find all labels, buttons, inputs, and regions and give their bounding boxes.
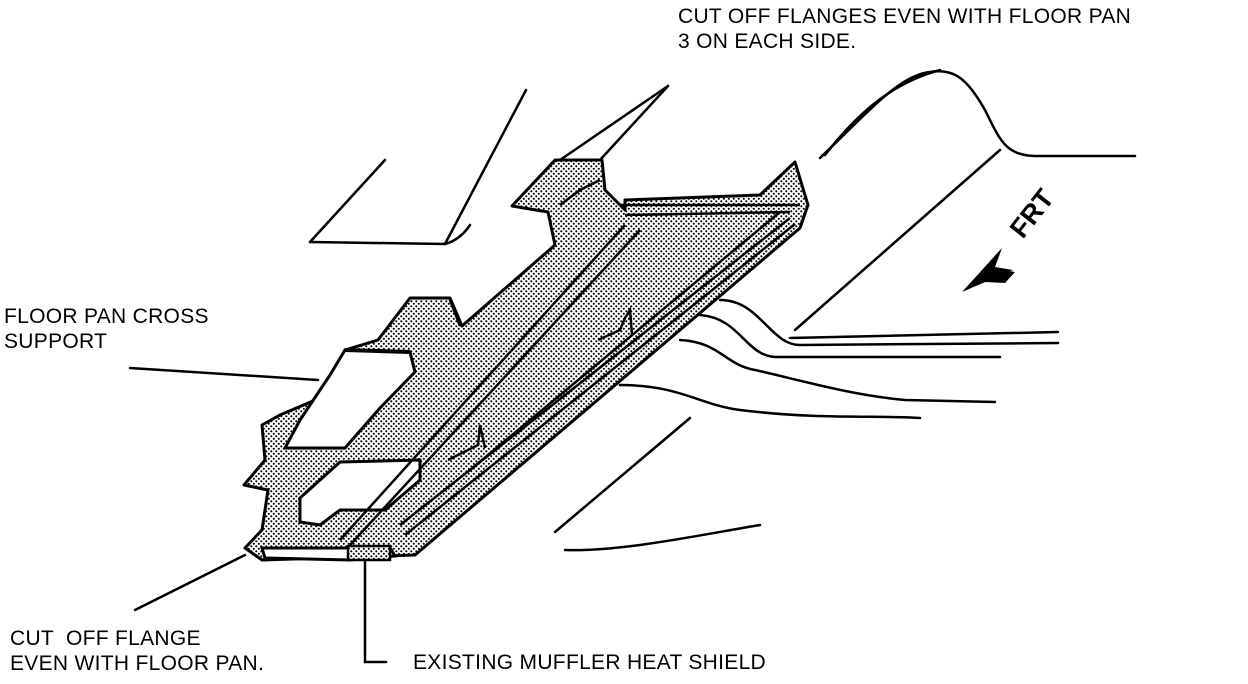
label-cut-off-flanges-line-1: CUT OFF FLANGES EVEN WITH FLOOR PAN — [678, 5, 1132, 28]
label-cut-off-flange-line-1: CUT OFF FLANGE — [10, 627, 201, 650]
label-cut-off-flanges-line-2: 3 ON EACH SIDE. — [678, 30, 857, 53]
floor-pan-outline — [133, 68, 1137, 612]
label-cross-support-line-1: FLOOR PAN CROSS — [4, 305, 209, 328]
label-floor-pan-cross-support: FLOOR PAN CROSS SUPPORT — [4, 304, 209, 354]
leader-cross-support — [128, 366, 320, 382]
front-direction-arrow-icon — [962, 248, 1015, 292]
leader-top-flanges — [598, 84, 670, 162]
label-cut-off-flange-line-2: EVEN WITH FLOOR PAN. — [10, 652, 265, 675]
label-cut-off-flanges: CUT OFF FLANGES EVEN WITH FLOOR PAN 3 ON… — [678, 4, 1131, 54]
label-cross-support-line-2: SUPPORT — [4, 330, 108, 353]
label-cut-off-flange: CUT OFF FLANGE EVEN WITH FLOOR PAN. — [10, 626, 264, 676]
floor-pan-cross-support — [242, 158, 810, 562]
label-existing-muffler-heat-shield: EXISTING MUFFLER HEAT SHIELD — [413, 651, 767, 674]
leader-lines — [128, 84, 670, 664]
leader-heat-shield — [363, 560, 388, 664]
